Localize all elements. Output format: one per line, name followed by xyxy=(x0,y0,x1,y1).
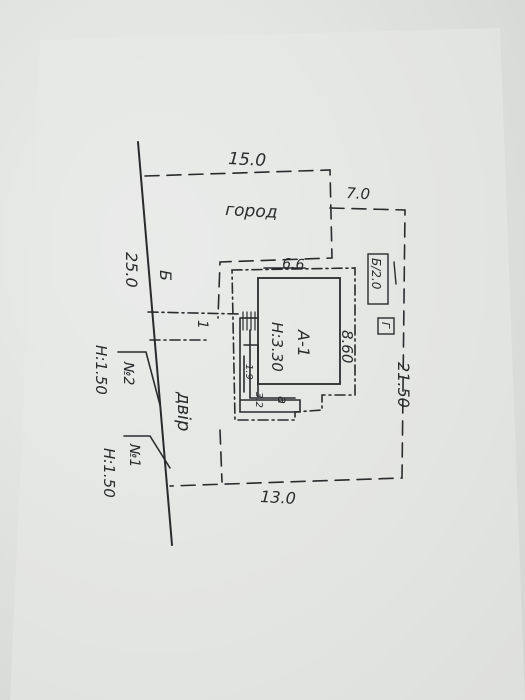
porch-width-dim: 3.2 xyxy=(253,392,264,408)
structure-g xyxy=(377,317,395,335)
house-width-dim: 6.6 xyxy=(282,256,305,273)
house-label: А-1 xyxy=(294,329,313,357)
entry-hatch xyxy=(239,311,259,331)
gate-label: 1 xyxy=(194,320,210,329)
house-depth-dim: 8.60 xyxy=(338,330,356,363)
house-a1 xyxy=(257,277,341,385)
house-enclosure xyxy=(231,267,356,421)
point-2-height: Н:1.50 xyxy=(92,345,110,395)
paper-sheet xyxy=(10,28,525,700)
garden-length-dim: 15.0 xyxy=(228,149,267,171)
point-1-label: №1 xyxy=(126,443,142,467)
plot-depth-dim: 21.50 xyxy=(394,362,413,408)
point-1-leader xyxy=(123,435,171,469)
shed-label: Б xyxy=(156,270,175,281)
gate-lines xyxy=(147,311,241,341)
structure-b xyxy=(367,253,389,305)
porch-label: а xyxy=(274,396,289,404)
house-height-label: Н:3.30 xyxy=(268,322,286,372)
yard-label: двір xyxy=(173,391,194,431)
yard-length-dim: 13.0 xyxy=(260,487,297,508)
point-2-leader xyxy=(117,351,161,406)
yard-boundary xyxy=(219,429,223,483)
porch-inner xyxy=(243,344,259,397)
porch-depth-dim: 1.9 xyxy=(243,364,254,380)
plot-boundary xyxy=(144,169,406,487)
structure-g-label: Г xyxy=(379,322,392,329)
point-1-height: Н:1.50 xyxy=(100,448,118,498)
structure-b-label: Б/2.0 xyxy=(369,258,383,290)
plot-front-dim: 25.0 xyxy=(122,252,141,288)
top-offset-dim: 7.0 xyxy=(346,184,371,203)
point-2-label: №2 xyxy=(120,361,136,386)
structure-b-mark xyxy=(393,261,397,285)
garden-label: город xyxy=(225,200,278,223)
street-line xyxy=(137,141,173,546)
